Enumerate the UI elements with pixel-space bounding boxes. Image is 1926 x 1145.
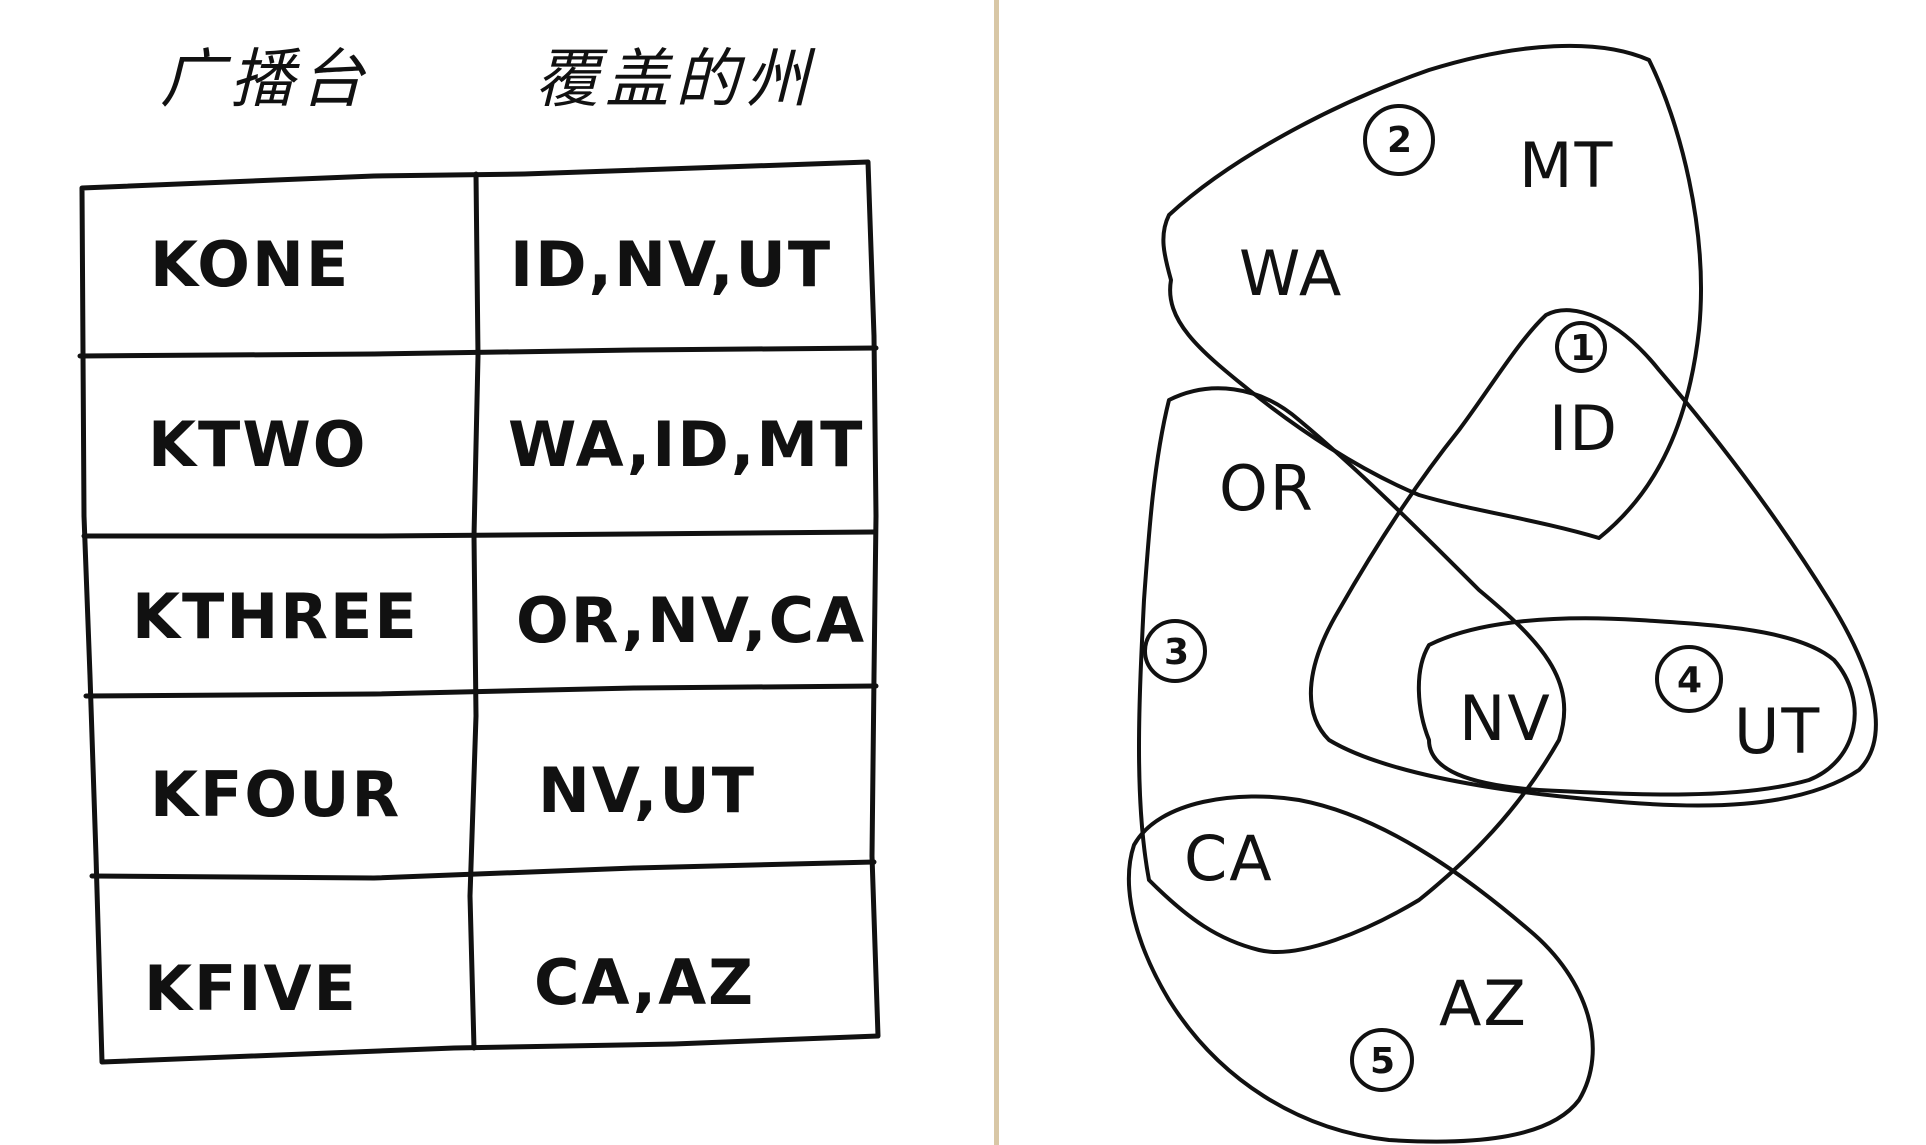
table-cell-states-kthree: OR,NV,CA bbox=[516, 584, 867, 657]
set-number-5: 5 bbox=[1370, 1041, 1395, 1082]
set-number-1: 1 bbox=[1570, 328, 1595, 369]
set-number-4-circle bbox=[1655, 645, 1723, 713]
set-4-outline bbox=[1416, 616, 1857, 797]
state-label-az: AZ bbox=[1439, 967, 1528, 1040]
state-labels: MT WA ID OR NV UT CA AZ bbox=[1184, 129, 1821, 1040]
set-number-3-circle bbox=[1143, 619, 1207, 683]
table-row-line-2 bbox=[81, 529, 877, 539]
state-label-or: OR bbox=[1219, 452, 1315, 525]
table-cell-station-kthree: KTHREE bbox=[132, 580, 419, 653]
coverage-diagram-panel: 2 1 3 4 5 MT WA ID OR NV UT CA AZ bbox=[999, 0, 1926, 1145]
set-number-2-circle bbox=[1363, 104, 1435, 176]
set-number-markers: 2 1 3 4 5 bbox=[1143, 104, 1723, 1092]
table-grid bbox=[77, 159, 881, 1065]
state-label-mt: MT bbox=[1519, 129, 1614, 202]
table-cell-station-kfive: KFIVE bbox=[144, 952, 358, 1025]
set-2-outline bbox=[1161, 43, 1703, 540]
set-1-outline bbox=[1308, 308, 1878, 808]
set-number-2: 2 bbox=[1387, 120, 1412, 161]
table-cell-states-kfive: CA,AZ bbox=[534, 946, 756, 1019]
set-number-5-circle bbox=[1350, 1028, 1414, 1092]
table-column-divider bbox=[467, 171, 481, 1051]
station-table-panel: 广播台 覆盖的州 KONE ID,NV,UT KTWO WA,ID,MT KTH… bbox=[77, 43, 881, 1065]
table-cell-states-ktwo: WA,ID,MT bbox=[508, 408, 865, 481]
table-cell-station-kone: KONE bbox=[150, 228, 351, 301]
states-column-header: 覆盖的州 bbox=[535, 43, 815, 117]
state-label-nv: NV bbox=[1459, 682, 1552, 755]
state-label-ut: UT bbox=[1734, 695, 1821, 768]
set-number-4: 4 bbox=[1677, 660, 1702, 701]
set-number-3: 3 bbox=[1164, 632, 1189, 673]
table-row-line-3 bbox=[83, 683, 879, 699]
state-label-id: ID bbox=[1549, 392, 1619, 465]
station-column-header: 广播台 bbox=[160, 43, 370, 117]
table-cell-station-kfour: KFOUR bbox=[150, 758, 402, 831]
panel-divider bbox=[994, 0, 999, 1145]
table-cell-states-kone: ID,NV,UT bbox=[510, 228, 833, 301]
set-3-outline bbox=[1137, 386, 1567, 954]
set-number-1-circle bbox=[1555, 321, 1607, 373]
state-label-ca: CA bbox=[1184, 822, 1274, 895]
coverage-diagram: 2 1 3 4 5 MT WA ID OR NV UT CA AZ bbox=[1126, 43, 1878, 1144]
set-5-outline bbox=[1126, 794, 1595, 1144]
state-label-wa: WA bbox=[1239, 237, 1343, 310]
table-cell-states-kfour: NV,UT bbox=[538, 754, 757, 827]
table-cell-station-ktwo: KTWO bbox=[148, 408, 368, 481]
table-row-line-4 bbox=[89, 859, 877, 881]
table-row-line-1 bbox=[77, 345, 879, 359]
table-outer-frame bbox=[79, 159, 881, 1065]
